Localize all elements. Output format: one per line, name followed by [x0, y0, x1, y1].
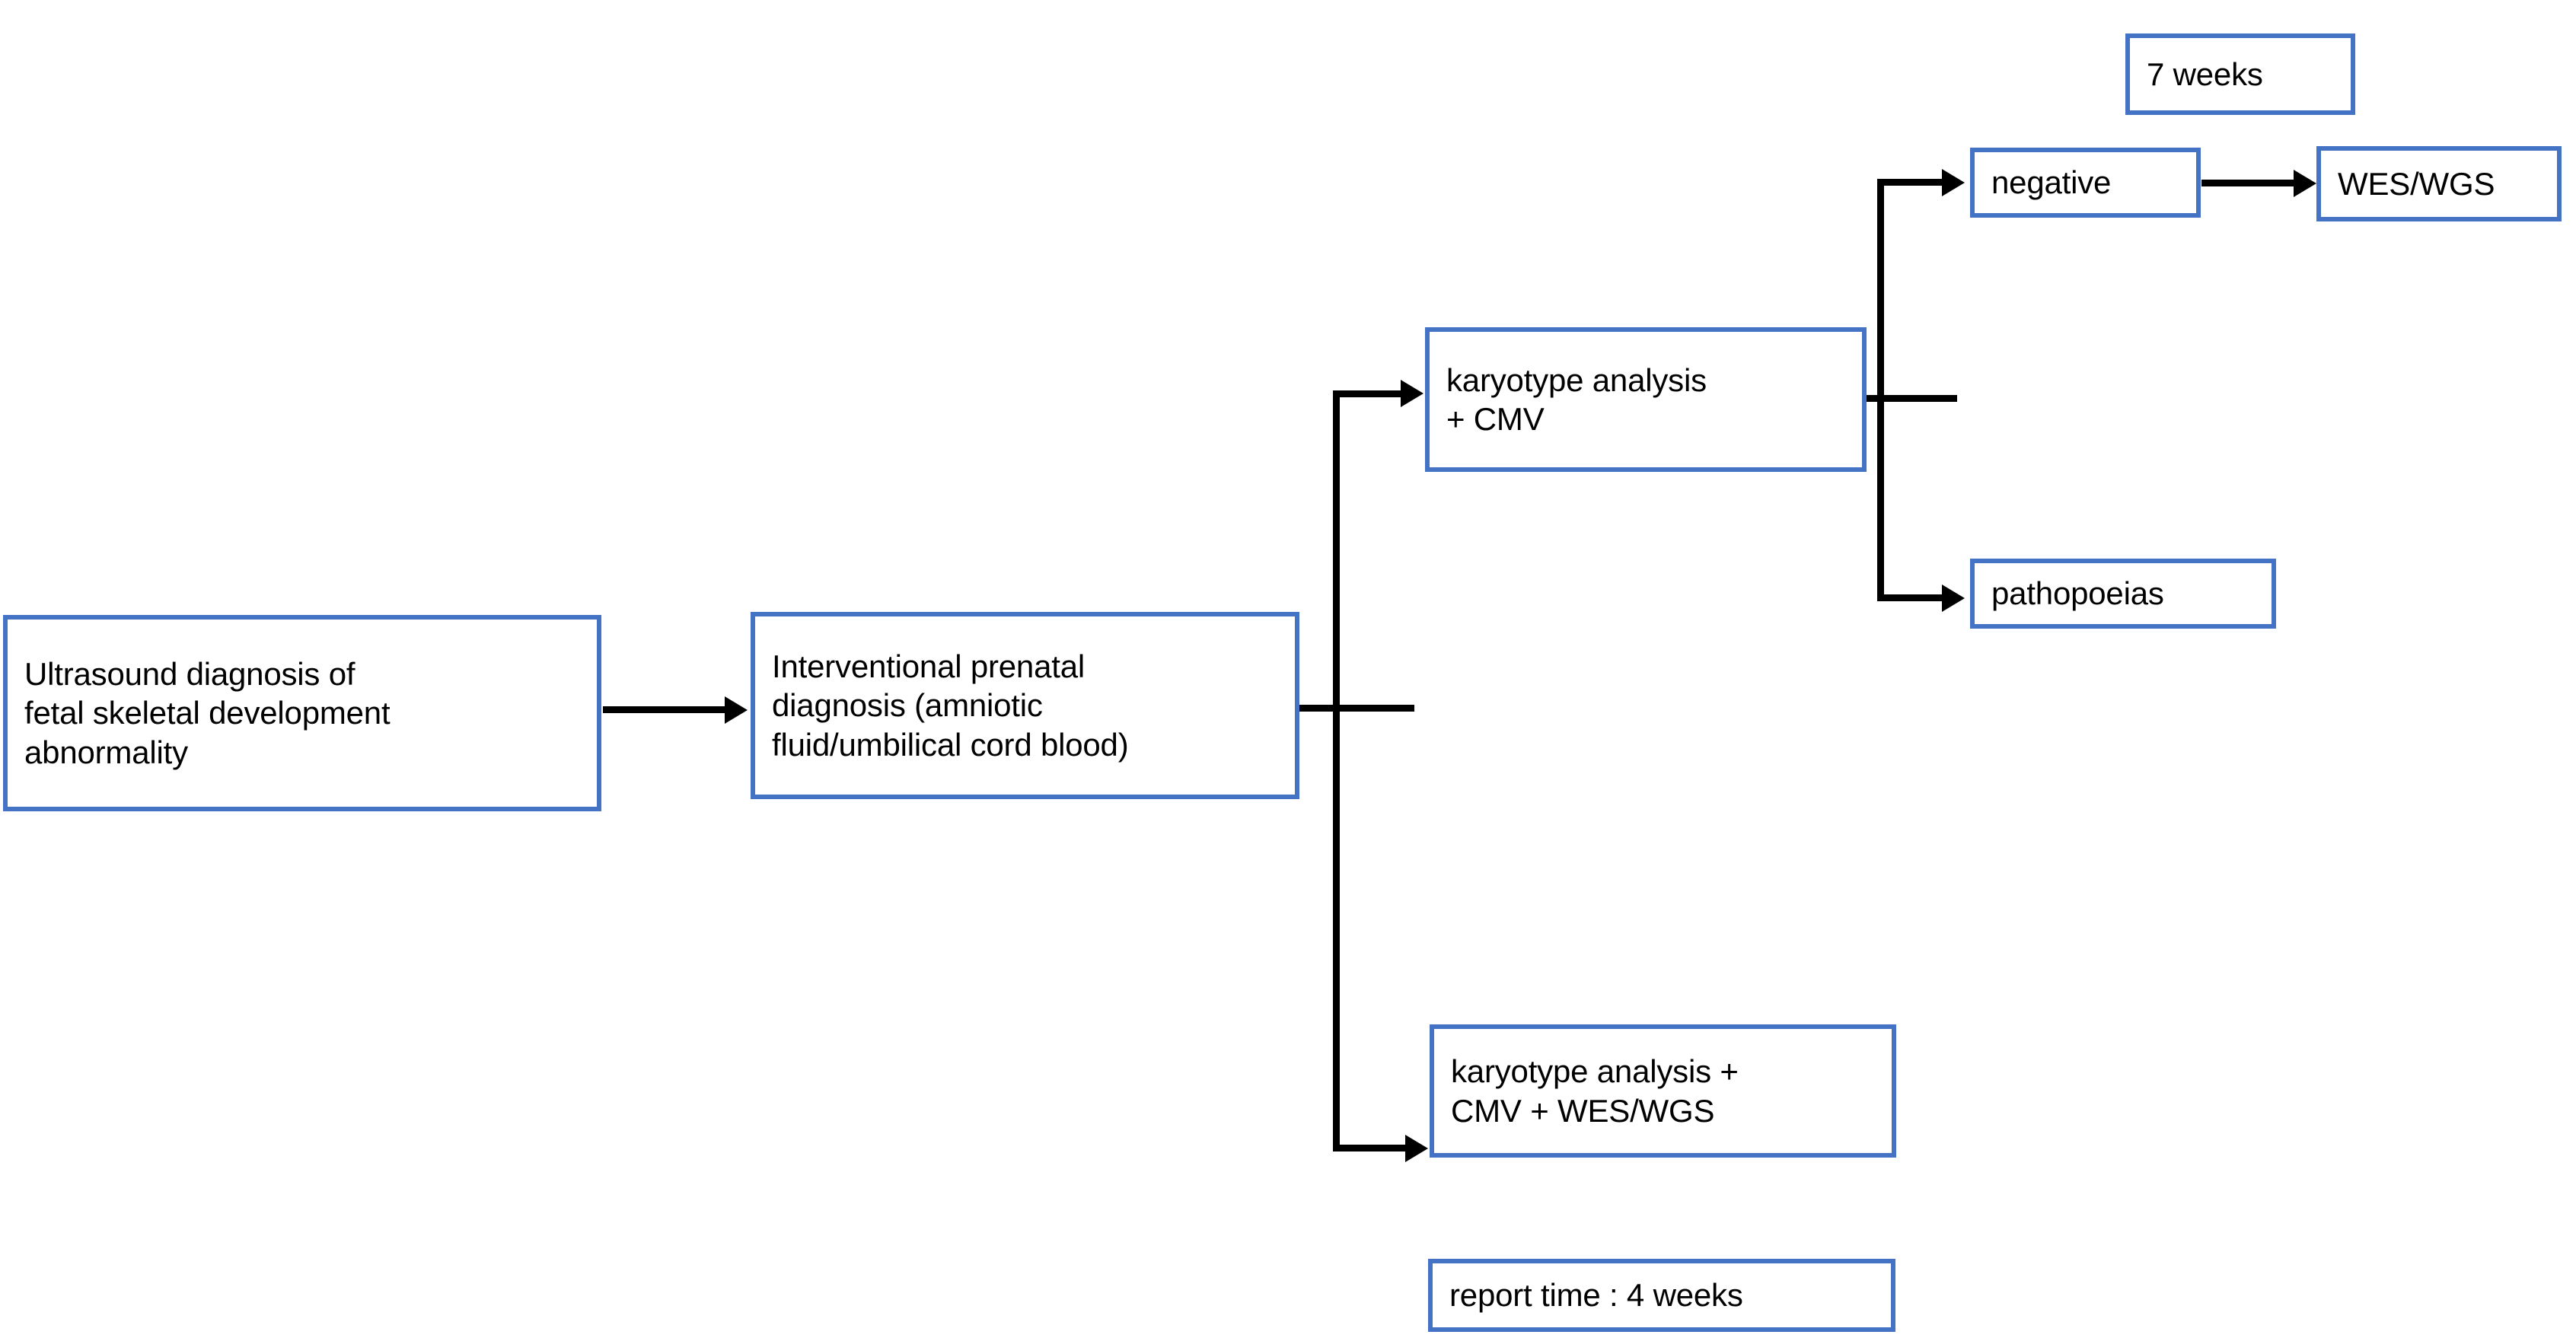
edge-karyotype-cmv-split-trunk: [1877, 179, 1884, 601]
node-wes-wgs[interactable]: WES/WGS: [2316, 146, 2562, 221]
edge-ultrasound-to-interventional: [603, 706, 726, 713]
arrowhead-to-pathopoeias: [1942, 584, 1965, 612]
edge-to-karyotype-cmv: [1333, 390, 1406, 397]
edge-karyotype-cmv-stub: [1867, 395, 1957, 402]
node-pathopoeias[interactable]: pathopoeias: [1970, 559, 2276, 629]
node-seven-weeks-annotation[interactable]: 7 weeks: [2125, 33, 2355, 115]
node-karyotype-analysis-cmv[interactable]: karyotype analysis + CMV: [1425, 327, 1867, 472]
node-negative[interactable]: negative: [1970, 148, 2201, 218]
arrowhead-to-karyotype-full: [1405, 1135, 1428, 1162]
edge-interventional-split-trunk: [1333, 390, 1340, 1151]
node-ultrasound-diagnosis[interactable]: Ultrasound diagnosis of fetal skeletal d…: [3, 615, 601, 811]
node-report-time-annotation[interactable]: report time : 4 weeks: [1428, 1259, 1895, 1332]
edge-to-negative: [1877, 179, 1947, 186]
arrowhead-negative-to-wes-wgs: [2294, 170, 2316, 197]
node-karyotype-analysis-cmv-wes-wgs[interactable]: karyotype analysis + CMV + WES/WGS: [1430, 1024, 1896, 1158]
edge-to-karyotype-full: [1333, 1145, 1411, 1151]
edge-negative-to-wes-wgs: [2201, 180, 2296, 186]
arrowhead-to-negative: [1942, 169, 1965, 196]
arrowhead-to-karyotype-cmv: [1401, 380, 1423, 407]
edge-to-pathopoeias: [1877, 594, 1947, 601]
node-interventional-prenatal-diagnosis[interactable]: Interventional prenatal diagnosis (amnio…: [751, 612, 1299, 799]
arrowhead-ultrasound-to-interventional: [725, 696, 748, 724]
edge-interventional-stub: [1299, 705, 1414, 712]
